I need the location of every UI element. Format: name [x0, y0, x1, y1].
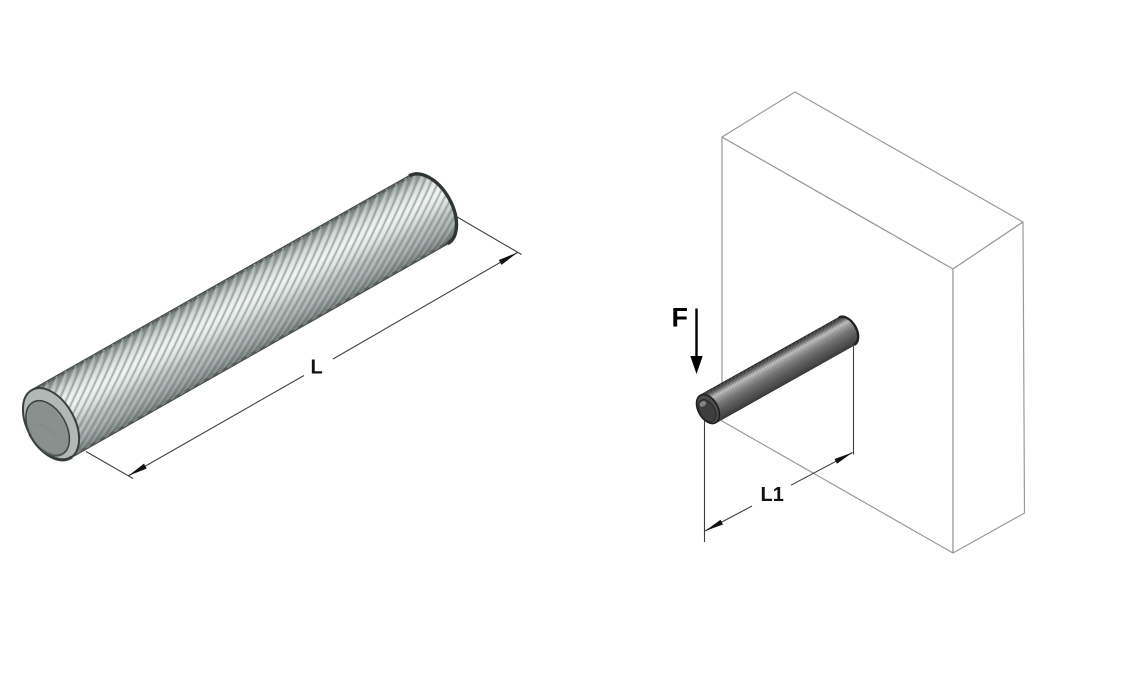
svg-text:L: L [311, 357, 323, 379]
svg-text:F: F [672, 303, 689, 333]
svg-text:L1: L1 [761, 484, 784, 506]
